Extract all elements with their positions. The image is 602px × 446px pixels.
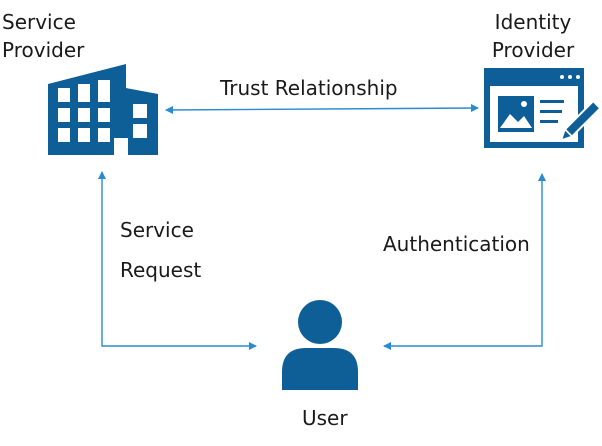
trust-relationship-arrow bbox=[165, 104, 479, 114]
trust-relationship-label: Trust Relationship bbox=[220, 76, 398, 100]
service-request-label-line2: Request bbox=[120, 258, 202, 282]
user-label: User bbox=[302, 406, 348, 430]
identity-provider-label: Identity Provider bbox=[468, 8, 598, 64]
identity-provider-label-line1: Identity bbox=[494, 10, 572, 34]
identity-provider-label-line2: Provider bbox=[491, 38, 575, 62]
service-request-label: Service Request bbox=[120, 210, 201, 290]
service-provider-label: Service Provider bbox=[2, 8, 84, 64]
building-icon bbox=[48, 64, 158, 155]
authentication-label: Authentication bbox=[383, 232, 530, 256]
service-request-arrow bbox=[98, 171, 257, 350]
service-request-label-line1: Service bbox=[120, 218, 194, 242]
service-provider-label-line2: Provider bbox=[2, 38, 85, 62]
user-icon bbox=[282, 300, 358, 390]
browser-window-pen-icon bbox=[484, 68, 602, 148]
authentication-arrow bbox=[383, 173, 546, 350]
service-provider-label-line1: Service bbox=[2, 10, 76, 34]
